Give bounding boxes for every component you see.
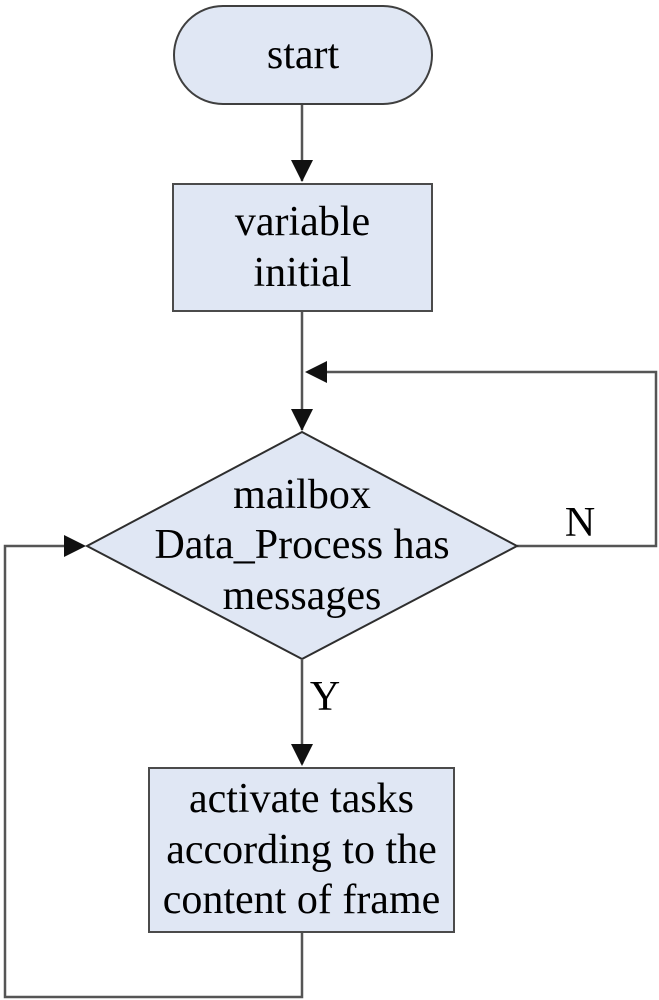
- arrowhead-into-merge-junction: [305, 361, 327, 383]
- activate-label: activate tasks according to the content …: [162, 776, 441, 924]
- init-node: variable initial: [172, 183, 433, 312]
- yes-branch-label: Y: [309, 674, 341, 720]
- arrowhead-into-decision-top: [291, 409, 313, 431]
- arrowhead-into-decision-left: [64, 535, 86, 557]
- arrowhead-into-init: [291, 160, 313, 182]
- edge-activate-loop-back: [3, 544, 304, 999]
- edge-no-loop: [327, 370, 658, 548]
- decision-label: mailbox Data_Process has messages: [154, 471, 450, 619]
- start-node: start: [173, 5, 433, 105]
- arrowhead-into-activate: [291, 744, 313, 766]
- start-label: start: [266, 31, 340, 78]
- no-branch-label: N: [564, 500, 596, 546]
- init-label: variable initial: [234, 199, 371, 296]
- activate-node: activate tasks according to the content …: [148, 767, 455, 933]
